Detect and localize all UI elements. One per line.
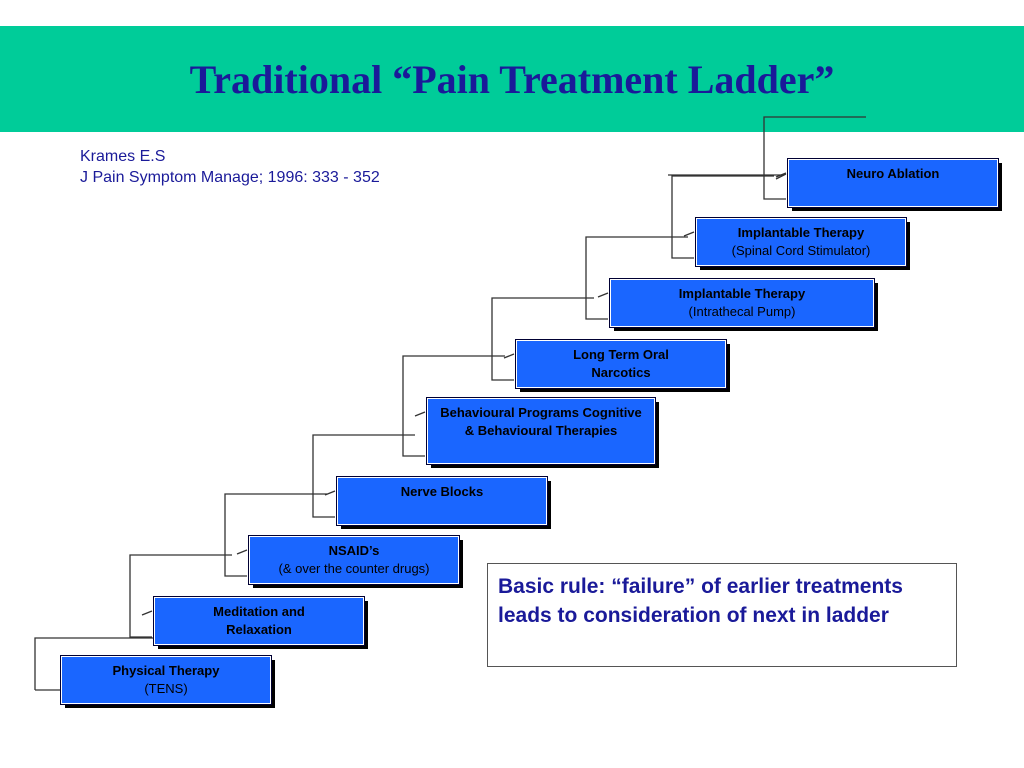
step-sublabel: (TENS) [144,681,188,696]
step-label: Meditation and Relaxation [213,604,305,637]
connector-arrow-6 [597,292,609,298]
step-label: Long Term Oral Narcotics [573,347,669,380]
connector-0 [34,637,156,690]
connector-arrow-5 [503,353,515,359]
connector-1 [129,554,232,638]
connector-final [668,173,787,180]
ladder-step-nsaids: NSAID’s (& over the counter drugs) [248,535,460,585]
connector-arrow-4 [414,411,426,417]
connector-3 [312,434,415,518]
connector-8 [763,116,866,200]
connector-2 [224,493,327,577]
title-bar [0,26,1024,132]
ladder-step-spinal-cord-stimulator: Implantable Therapy (Spinal Cord Stimula… [695,217,907,267]
step-label: Neuro Ablation [846,166,940,181]
citation-journal: J Pain Symptom Manage; 1996: 333 - 352 [80,169,380,186]
connector-7 [671,175,774,259]
connector-arrow-1 [141,610,153,616]
ladder-step-neuro-ablation: Neuro Ablation [787,158,999,208]
step-label: Nerve Blocks [400,484,484,499]
connector-arrow-2 [236,549,248,555]
ladder-step-intrathecal-pump: Implantable Therapy (Intrathecal Pump) [609,278,875,328]
step-label: Implantable Therapy [737,225,865,240]
page-title: Traditional “Pain Treatment Ladder” [189,57,835,102]
step-label: Behavioural Programs Cognitive & Behavio… [440,405,642,438]
connector-arrow-7 [683,231,695,237]
ladder-step-nerve-blocks: Nerve Blocks [336,476,548,526]
step-sublabel: (& over the counter drugs) [278,561,430,576]
connector-6 [585,236,688,320]
step-sublabel: (Spinal Cord Stimulator) [731,243,871,258]
step-label: Implantable Therapy [678,286,806,301]
citation-author: Krames E.S [80,148,166,165]
connector-5 [491,297,594,381]
step-label: Physical Therapy [112,663,220,678]
ladder-step-behavioural: Behavioural Programs Cognitive & Behavio… [426,397,656,465]
step-label: NSAID’s [328,543,380,558]
ladder-step-oral-narcotics: Long Term Oral Narcotics [515,339,727,389]
citation: Krames E.S J Pain Symptom Manage; 1996: … [80,146,380,188]
ladder-step-meditation: Meditation and Relaxation [153,596,365,646]
basic-rule-box: Basic rule: “failure” of earlier treatme… [487,563,957,667]
step-sublabel: (Intrathecal Pump) [688,304,796,319]
connector-4 [402,355,505,457]
connector-arrow-3 [324,490,336,496]
ladder-step-physical-therapy: Physical Therapy (TENS) [60,655,272,705]
